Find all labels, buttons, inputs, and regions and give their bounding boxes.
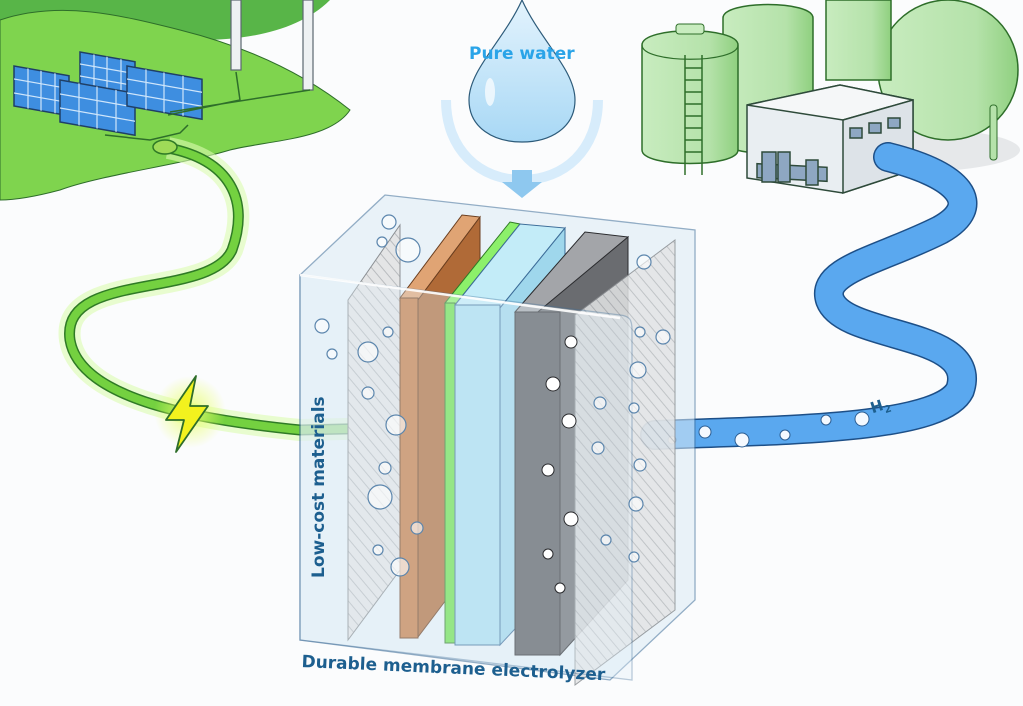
solar-panel xyxy=(126,65,203,121)
layer-anode xyxy=(399,297,419,639)
layer-cathode xyxy=(514,311,561,656)
low-cost-materials-label: Low-cost materials xyxy=(309,396,329,578)
back-hill xyxy=(0,0,330,40)
solar-panel xyxy=(59,79,136,137)
wind-turbine-pole xyxy=(230,0,242,71)
layer-membrane xyxy=(454,304,501,646)
wind-turbine-pole xyxy=(302,0,314,91)
panel-wiring xyxy=(104,71,311,141)
lightning-bolt-icon xyxy=(165,375,209,453)
storage-facility xyxy=(641,0,1020,195)
tall-tank xyxy=(825,0,892,81)
hydrogen-bubbles xyxy=(667,411,870,448)
right-bubbles xyxy=(591,254,671,563)
ladder xyxy=(684,55,703,175)
renewable-source xyxy=(0,0,351,201)
hydrogen-pipe xyxy=(640,142,978,450)
cell-front xyxy=(299,274,633,681)
cylinder-tank-ladder xyxy=(641,30,739,165)
power-cable xyxy=(58,137,391,453)
water-droplet xyxy=(468,0,576,143)
building xyxy=(746,84,914,195)
oxygen-bubbles xyxy=(314,214,424,577)
water-drop xyxy=(441,0,603,198)
electrolyzer-cell xyxy=(299,194,696,686)
down-arrow-icon xyxy=(502,170,542,198)
pure-water-label: Pure water xyxy=(469,44,575,64)
cathode-bubbles xyxy=(541,335,579,594)
